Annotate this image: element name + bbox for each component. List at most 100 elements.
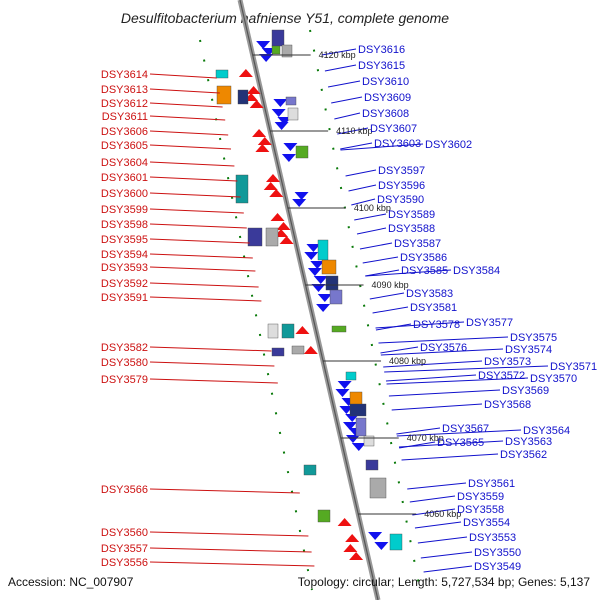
right-gene-label[interactable]: DSY3569 <box>502 385 549 397</box>
right-gene-label[interactable]: DSY3616 <box>358 44 405 56</box>
right-gene-label[interactable]: DSY3567 <box>442 423 489 435</box>
right-label-leader <box>334 112 361 120</box>
right-label-leader <box>362 256 399 264</box>
right-gene-label[interactable]: DSY3568 <box>484 399 531 411</box>
right-gene-label[interactable]: DSY3581 <box>410 302 457 314</box>
right-gene-label[interactable]: DSY3549 <box>474 561 521 573</box>
left-gene-label[interactable]: DSY3592 <box>101 278 148 290</box>
right-gene-label[interactable]: DSY3585 <box>401 265 448 277</box>
left-label-leader <box>149 88 220 94</box>
right-label-leader <box>375 321 465 329</box>
forward-gene-arrow <box>269 189 284 197</box>
gene-block <box>247 227 263 247</box>
left-label-leader <box>149 192 241 198</box>
right-gene-label[interactable]: DSY3576 <box>420 342 467 354</box>
left-gene-label[interactable]: DSY3613 <box>101 84 148 96</box>
right-gene-label[interactable]: DSY3589 <box>388 209 435 221</box>
right-gene-label[interactable]: DSY3578 <box>413 319 460 331</box>
right-gene-label[interactable]: DSY3572 <box>478 370 525 382</box>
left-gene-label[interactable]: DSY3605 <box>101 140 148 152</box>
reverse-gene-arrow <box>311 284 326 292</box>
kbp-label: 4100 kbp <box>354 203 391 213</box>
right-gene-label[interactable]: DSY3559 <box>457 491 504 503</box>
left-label-leader <box>149 488 300 494</box>
right-gene-label[interactable]: DSY3588 <box>388 223 435 235</box>
right-label-leader <box>327 80 361 88</box>
right-gene-label[interactable]: DSY3609 <box>364 92 411 104</box>
right-gene-label[interactable]: DSY3550 <box>474 547 521 559</box>
right-gene-label[interactable]: DSY3577 <box>466 317 513 329</box>
gene-block <box>235 174 249 204</box>
left-gene-label[interactable]: DSY3591 <box>101 292 148 304</box>
left-gene-label[interactable]: DSY3566 <box>101 484 148 496</box>
reverse-gene-arrow <box>368 532 383 540</box>
left-gene-label[interactable]: DSY3593 <box>101 262 148 274</box>
left-gene-label[interactable]: DSY3604 <box>101 157 148 169</box>
reverse-gene-arrow <box>256 41 271 49</box>
left-gene-label[interactable]: DSY3557 <box>101 543 148 555</box>
reverse-gene-arrow <box>345 435 360 443</box>
gene-block <box>317 509 331 523</box>
right-gene-label[interactable]: DSY3553 <box>469 532 516 544</box>
reverse-gene-arrow <box>283 143 298 151</box>
right-gene-label[interactable]: DSY3610 <box>362 76 409 88</box>
left-gene-label[interactable]: DSY3582 <box>101 342 148 354</box>
right-gene-label[interactable]: DSY3554 <box>463 517 510 529</box>
right-gene-label[interactable]: DSY3583 <box>406 288 453 300</box>
right-label-leader <box>398 440 504 448</box>
right-gene-label[interactable]: DSY3596 <box>378 180 425 192</box>
right-label-leader <box>396 427 441 435</box>
reverse-gene-arrow <box>374 542 389 550</box>
right-gene-label[interactable]: DSY3584 <box>453 265 500 277</box>
right-gene-label[interactable]: DSY3562 <box>500 449 547 461</box>
right-gene-label[interactable]: DSY3590 <box>377 194 424 206</box>
right-gene-label[interactable]: DSY3603 <box>374 138 421 150</box>
reverse-gene-arrow <box>335 389 350 397</box>
right-gene-label[interactable]: DSY3615 <box>358 60 405 72</box>
left-gene-label[interactable]: DSY3611 <box>102 111 148 123</box>
left-gene-label[interactable]: DSY3560 <box>101 527 148 539</box>
right-gene-label[interactable]: DSY3608 <box>362 108 409 120</box>
left-gene-label[interactable]: DSY3614 <box>101 69 148 81</box>
right-gene-label[interactable]: DSY3602 <box>425 139 472 151</box>
right-gene-label[interactable]: DSY3570 <box>530 373 577 385</box>
left-gene-label[interactable]: DSY3556 <box>101 557 148 569</box>
right-gene-label[interactable]: DSY3574 <box>505 344 552 356</box>
kbp-label: 4110 kbp <box>336 126 372 136</box>
forward-gene-arrow <box>263 182 278 190</box>
right-gene-label[interactable]: DSY3565 <box>437 437 484 449</box>
gene-block <box>355 417 367 437</box>
right-gene-labels: DSY3616DSY3615DSY3610DSY3609DSY3608DSY36… <box>358 44 597 573</box>
gene-block <box>389 533 403 551</box>
left-gene-label[interactable]: DSY3579 <box>101 374 148 386</box>
right-gene-label[interactable]: DSY3575 <box>510 332 557 344</box>
left-gene-label[interactable]: DSY3594 <box>101 249 148 261</box>
left-gene-label[interactable]: DSY3601 <box>101 172 148 184</box>
left-label-leader <box>149 531 309 537</box>
left-gene-label[interactable]: DSY3599 <box>101 204 148 216</box>
right-gene-label[interactable]: DSY3558 <box>457 504 504 516</box>
right-gene-label[interactable]: DSY3587 <box>394 238 441 250</box>
right-gene-label[interactable]: DSY3597 <box>378 165 425 177</box>
right-gene-label[interactable]: DSY3564 <box>523 425 570 437</box>
right-gene-label[interactable]: DSY3571 <box>550 361 597 373</box>
left-gene-label[interactable]: DSY3595 <box>101 234 148 246</box>
gene-block <box>216 85 232 105</box>
right-label-leader <box>409 495 456 503</box>
left-gene-label[interactable]: DSY3580 <box>101 357 148 369</box>
right-gene-label[interactable]: DSY3573 <box>484 356 531 368</box>
forward-gene-arrow <box>270 213 285 221</box>
forward-gene-arrow <box>276 222 291 230</box>
left-gene-label[interactable]: DSY3612 <box>101 98 148 110</box>
right-gene-label[interactable]: DSY3586 <box>400 252 447 264</box>
left-gene-label[interactable]: DSY3606 <box>101 126 148 138</box>
right-gene-label[interactable]: DSY3563 <box>505 436 552 448</box>
right-gene-label[interactable]: DSY3561 <box>468 478 515 490</box>
right-label-leader <box>337 127 369 135</box>
right-label-leader <box>380 346 419 354</box>
left-gene-label[interactable]: DSY3600 <box>101 188 148 200</box>
right-gene-label[interactable]: DSY3607 <box>370 123 417 135</box>
right-label-leader <box>386 377 529 385</box>
left-gene-label[interactable]: DSY3598 <box>101 219 148 231</box>
